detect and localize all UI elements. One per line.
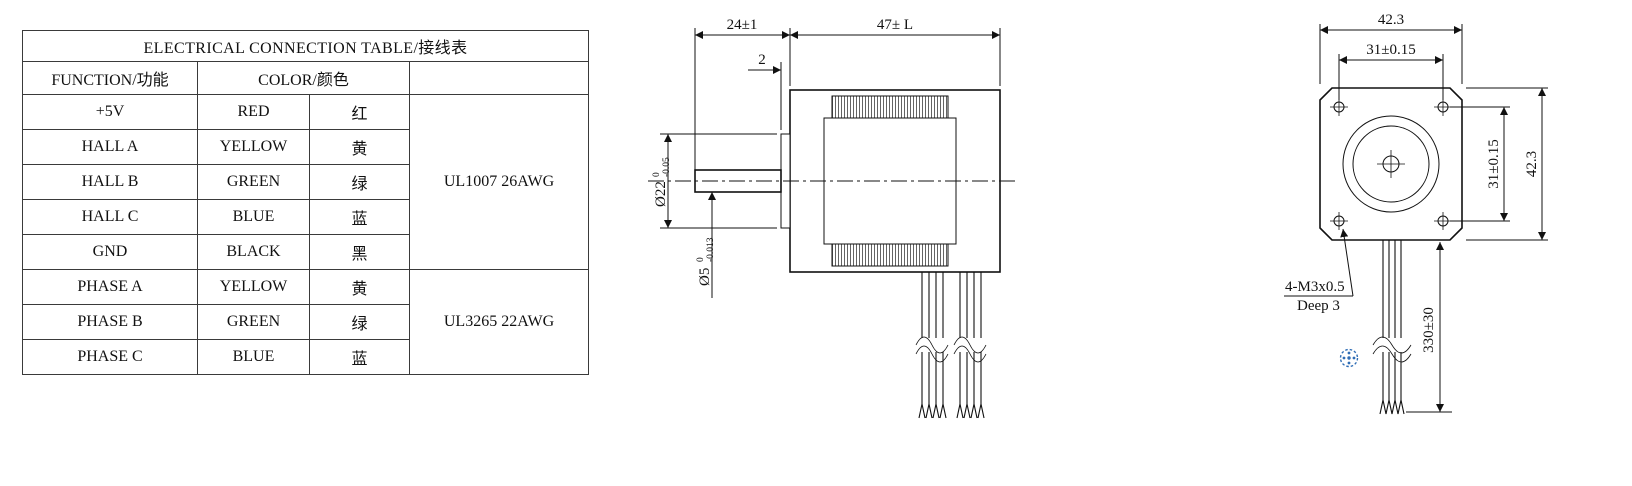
color-en-cell: GREEN [197,164,310,200]
mounting-hole-icon [1434,212,1452,230]
shaft-tol-lower: -0.013 [706,237,716,262]
color-cn-cell: 黄 [309,129,410,165]
dim-hole-spacing-vertical-label: 31±0.15 [1486,139,1502,188]
leader-arrow [1340,228,1354,297]
table-row: PHASE C BLUE 蓝 [22,339,589,375]
mounting-hole-icon [1434,98,1452,116]
wire-spec-header-cell [409,61,589,95]
table-title-row: ELECTRICAL CONNECTION TABLE/接线表 [22,30,589,62]
table-row: HALL B GREEN 绿 [22,164,589,200]
function-cell: PHASE C [22,339,198,375]
color-en-cell: YELLOW [197,269,310,305]
side-view-svg: 24±1 47± L 2 Ø220-0.05 Ø50-0.013 [648,17,1016,419]
dim-shaft-length-label: 24±1 [727,17,758,33]
function-cell: PHASE A [22,269,198,305]
color-cn-cell: 黑 [309,234,410,270]
stator-hatch-bottom [831,243,949,267]
color-header: COLOR/颜色 [197,61,410,95]
mounting-hole-icon [1330,98,1348,116]
dim-pilot-diameter-label: Ø22 0-0.05 [652,157,672,207]
function-cell: +5V [22,94,198,130]
shaft-diameter-value: Ø5 [697,268,713,286]
dim-overall-height-label: 42.3 [1524,151,1540,177]
color-en-cell: RED [197,94,310,130]
color-en-cell: BLACK [197,234,310,270]
cable-break-icon [1372,336,1412,363]
dim-lead-length-label: 330±30 [1421,307,1437,353]
lead-wires-front [1372,240,1412,415]
function-cell: HALL C [22,199,198,235]
phase-wire-bundle [959,272,982,338]
mounting-hole-callout: 4-M3x0.5 Deep 3 [1284,228,1354,314]
lead-wire-bundle [1382,240,1402,338]
dim-overall-width-label: 42.3 [1378,12,1404,28]
function-cell: GND [22,234,198,270]
watermark-icon [1339,348,1359,368]
wire-spec-phase-cell: UL3265 22AWG [409,269,589,375]
dim-shaft-diameter: Ø5 0-0.013 [696,192,716,298]
phase-wire-bundle-ends [956,352,985,419]
cable-break-icon [915,336,949,363]
electrical-connection-table: ELECTRICAL CONNECTION TABLE/接线表 FUNCTION… [22,30,589,375]
hall-wire-bundle [921,272,944,338]
function-cell: HALL B [22,164,198,200]
dim-body-length: 47± L [790,17,1001,86]
color-en-cell: BLUE [197,199,310,235]
dim-shaft-length: 24±1 [694,17,791,170]
table-header-row: FUNCTION/功能 COLOR/颜色 [22,61,589,95]
dim-body-length-label: 47± L [877,17,913,33]
pilot-tol-lower: -0.05 [662,157,672,177]
wire-spec-hall-cell: UL1007 26AWG [409,94,589,270]
table-row: HALL A YELLOW 黄 [22,129,589,165]
table-row: HALL C BLUE 蓝 [22,199,589,235]
motor-front-outline [1319,87,1463,241]
function-header: FUNCTION/功能 [22,61,198,95]
color-en-cell: YELLOW [197,129,310,165]
dim-shaft-diameter-label: Ø5 0-0.013 [696,237,716,286]
table-row: PHASE A YELLOW 黄 UL3265 22AWG [22,269,589,375]
dim-hole-spacing-horizontal-label: 31±0.15 [1366,42,1415,58]
color-cn-cell: 蓝 [309,339,410,375]
table-row: +5V RED 红 UL1007 26AWG [22,94,589,270]
dim-overall-height: 42.3 [1466,87,1548,241]
cable-break-icon [953,336,987,363]
mounting-hole-callout-line1: 4-M3x0.5 [1285,279,1345,295]
function-cell: HALL A [22,129,198,165]
stator-hatch-top [831,95,949,119]
color-en-cell: GREEN [197,304,310,340]
dim-boss-step-label: 2 [758,52,766,68]
mounting-hole-icon [1330,212,1348,230]
dim-lead-length: 330±30 [1406,242,1452,413]
color-en-cell: BLUE [197,339,310,375]
mounting-hole-callout-line2: Deep 3 [1297,298,1340,314]
color-cn-cell: 绿 [309,164,410,200]
motor-side-outline [648,89,1016,273]
table-title: ELECTRICAL CONNECTION TABLE/接线表 [22,30,589,62]
dim-hole-spacing-horizontal: 31±0.15 [1338,42,1444,100]
color-cn-cell: 红 [309,94,410,130]
table-row: GND BLACK 黑 [22,234,589,270]
center-cross-icon [1377,150,1405,178]
color-cn-cell: 黄 [309,269,410,305]
color-cn-cell: 蓝 [309,199,410,235]
dim-pilot-diameter: Ø22 0-0.05 [652,133,777,229]
function-cell: PHASE B [22,304,198,340]
pilot-tol-upper: 0 [652,172,662,177]
table-row: PHASE B GREEN 绿 [22,304,589,340]
color-cn-cell: 绿 [309,304,410,340]
front-view-svg: 42.3 31±0.15 31±0.15 42.3 4-M3x0.5 Deep … [1284,12,1548,415]
dim-hole-spacing-vertical: 31±0.15 [1450,106,1510,222]
pilot-diameter-value: Ø22 [653,181,669,207]
lead-wire-bundle-ends [1379,352,1405,415]
lead-wires-side [915,272,987,419]
hall-wire-bundle-ends [918,352,947,419]
dim-boss-step: 2 [748,52,782,130]
dim-overall-width: 42.3 [1319,12,1463,84]
shaft-tol-upper: 0 [696,257,706,262]
